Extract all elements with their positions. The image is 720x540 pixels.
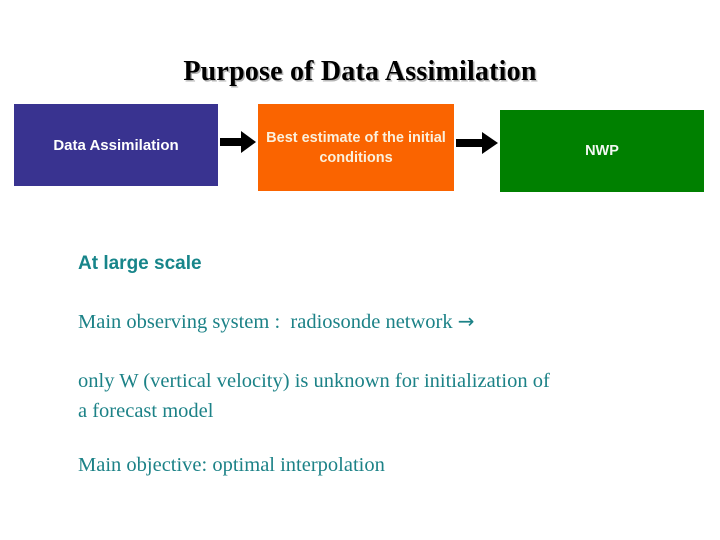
right-arrow-glyph-icon: → — [457, 309, 475, 333]
flow-box-nwp: NWP — [500, 110, 704, 192]
right-arrow-icon — [220, 131, 256, 153]
body-line-main-observing-system: Main observing system : radiosonde netwo… — [78, 308, 475, 336]
flow-box-data-assimilation: Data Assimilation — [14, 104, 218, 186]
right-arrow-icon — [456, 132, 498, 154]
flow-box-data-assimilation-label: Data Assimilation — [53, 136, 179, 154]
body-line-main-observing-system-text: Main observing system : radiosonde netwo… — [78, 311, 458, 333]
body-line-only-w: only W (vertical velocity) is unknown fo… — [78, 370, 550, 422]
page-title: Purpose of Data Assimilation — [183, 55, 537, 87]
flow-box-nwp-label: NWP — [585, 142, 619, 159]
flow-box-best-estimate: Best estimate of the initial conditions — [258, 104, 454, 191]
body-heading-at-large-scale: At large scale — [78, 253, 202, 274]
body-line-main-objective: Main objective: optimal interpolation — [78, 454, 385, 476]
flow-box-best-estimate-label: Best estimate of the initial conditions — [266, 129, 446, 166]
